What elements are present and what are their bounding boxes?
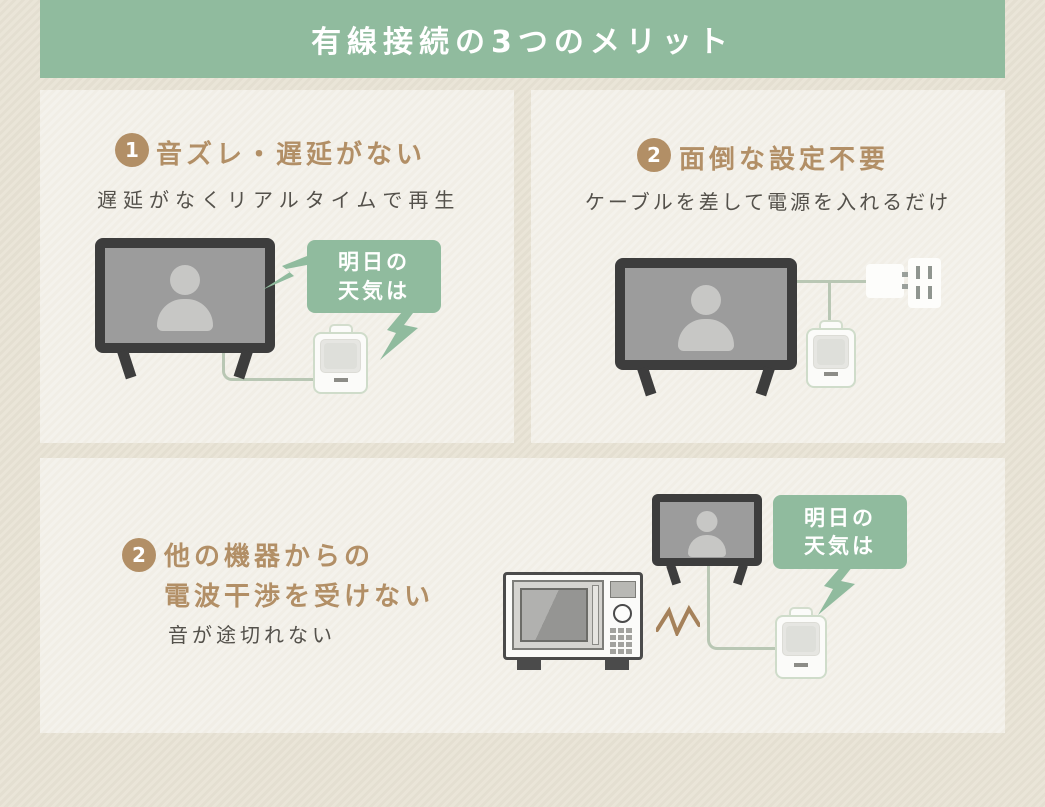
speaker-device <box>775 607 827 679</box>
microwave-window <box>520 588 588 642</box>
power-cable-branch <box>828 280 831 328</box>
merit-3-subtitle: 音が途切れない <box>168 623 336 647</box>
tv-illustration <box>652 494 762 586</box>
microwave-display <box>610 581 636 598</box>
page-title: 有線接続の3つのメリット <box>311 25 734 60</box>
power-cable-horizontal <box>795 280 868 283</box>
tv-illustration <box>615 258 797 397</box>
panel-no-delay: 1 音ズレ・遅延がない 遅延がなくリアルタイムで再生 <box>40 90 514 443</box>
merit-3-title-line1: 他の機器からの <box>164 542 375 572</box>
tv-leg-left <box>117 349 137 380</box>
speaker-grille <box>813 335 849 369</box>
speaker-device <box>313 324 368 394</box>
speaker-logo <box>333 378 348 382</box>
person-head <box>691 285 721 315</box>
merit-3-title: 他の機器からの 電波干渉を受けない <box>164 537 434 618</box>
microwave-foot <box>517 660 541 670</box>
interference-zigzag-icon <box>656 604 700 636</box>
tv-leg-left <box>666 563 681 586</box>
outlet-slot <box>916 266 920 279</box>
bubble-text-line2: 天気は <box>804 534 876 558</box>
merit-3-badge: 2 <box>122 538 156 572</box>
speaker-logo <box>794 663 808 667</box>
merit-2-badge: 2 <box>637 138 671 172</box>
audio-cable <box>222 348 317 381</box>
speaker-body <box>806 328 856 388</box>
merit-1-subtitle: 遅延がなくリアルタイムで再生 <box>97 188 461 212</box>
person-on-screen-icon <box>105 248 265 343</box>
speaker-body <box>775 615 827 679</box>
tv-leg-right <box>755 366 775 397</box>
speech-bubble: 明日の 天気は <box>773 495 907 569</box>
person-head <box>696 511 718 532</box>
speaker-grille <box>320 339 361 373</box>
speaker-grille-inner <box>817 339 845 365</box>
outlet-slot <box>928 266 932 279</box>
tv-leg-left <box>637 366 657 397</box>
bubble-text-line1: 明日の <box>338 250 410 275</box>
power-plug-icon <box>866 264 904 298</box>
speaker-grille-inner <box>786 626 816 652</box>
person-on-screen-icon <box>625 268 787 360</box>
lightning-tail-bottom-icon <box>818 563 855 615</box>
microwave-door <box>512 580 604 650</box>
microwave-foot <box>605 660 629 670</box>
person-torso <box>688 535 726 557</box>
tv-screen <box>652 494 762 566</box>
person-torso <box>157 299 213 331</box>
speaker-logo <box>824 372 838 376</box>
speaker-device <box>806 320 856 388</box>
tv-illustration <box>95 238 275 380</box>
speaker-body <box>313 332 368 394</box>
merit-2-title: 面倒な設定不要 <box>679 145 890 175</box>
merit-1-badge: 1 <box>115 133 149 167</box>
tv-screen <box>615 258 797 370</box>
speaker-grille <box>782 622 820 656</box>
panel-no-interference: 2 他の機器からの 電波干渉を受けない 音が途切れない <box>40 458 1005 733</box>
speaker-grille-inner <box>324 343 357 369</box>
audio-cable <box>707 564 777 650</box>
panel-no-setup: 2 面倒な設定不要 ケーブルを差して電源を入れるだけ <box>531 90 1005 443</box>
bubble-text-line1: 明日の <box>804 505 876 530</box>
tv-screen <box>95 238 275 353</box>
outlet-slot <box>916 286 920 299</box>
outlet-slot <box>928 286 932 299</box>
speech-bubble: 明日の 天気は <box>307 240 441 313</box>
bubble-text-line2: 天気は <box>338 278 410 303</box>
header-banner: 有線接続の3つのメリット <box>40 0 1005 78</box>
person-on-screen-icon <box>660 502 754 558</box>
merit-3-title-line2: 電波干渉を受けない <box>164 582 435 613</box>
lightning-tail-bottom-icon <box>380 306 418 360</box>
microwave-body <box>503 572 643 660</box>
merit-1-title: 音ズレ・遅延がない <box>156 140 427 170</box>
person-head <box>170 265 200 295</box>
wall-outlet-icon <box>908 258 941 308</box>
merit-2-subtitle: ケーブルを差して電源を入れるだけ <box>584 190 952 214</box>
microwave-handle <box>592 585 599 645</box>
microwave-buttons <box>610 628 632 654</box>
microwave-dial <box>613 604 632 623</box>
person-torso <box>678 319 734 351</box>
lightning-tail-left-icon <box>262 254 312 290</box>
microwave-icon <box>503 572 643 672</box>
